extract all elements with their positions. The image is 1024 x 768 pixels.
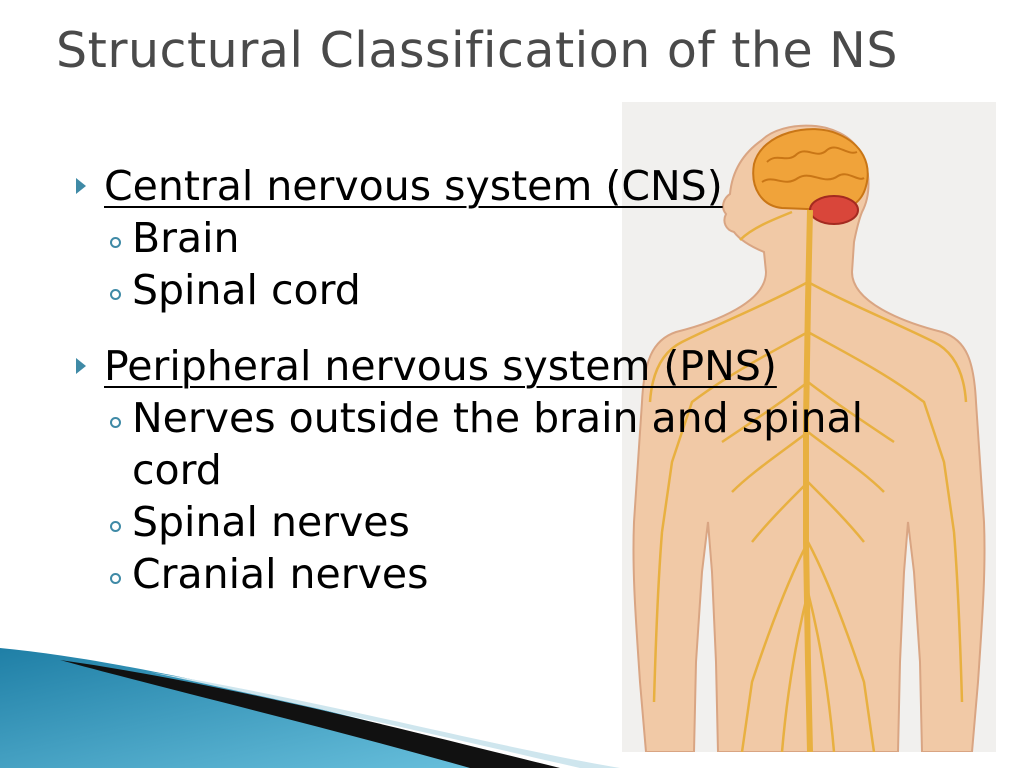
subitem-spinal-cord: Spinal cord: [104, 264, 912, 316]
bullet-cns: Central nervous system (CNS) Brain Spina…: [72, 160, 972, 316]
subitem-text: Spinal cord: [132, 266, 361, 314]
body-silhouette: [632, 124, 986, 752]
subitem-text: Cranial nerves: [132, 550, 429, 598]
circle-bullet-icon: [110, 237, 121, 248]
subitem-spinal-nerves: Spinal nerves: [104, 496, 912, 548]
pns-heading: Peripheral nervous system (PNS): [104, 342, 777, 390]
arrow-bullet-icon: [76, 178, 86, 194]
spinal-cord-line: [803, 209, 813, 752]
circle-bullet-icon: [110, 573, 121, 584]
circle-bullet-icon: [110, 289, 121, 300]
slide-title: Structural Classification of the NS: [56, 22, 898, 79]
cns-subitems: Brain Spinal cord: [104, 212, 972, 316]
arrow-bullet-icon: [76, 358, 86, 374]
circle-bullet-icon: [110, 521, 121, 532]
subitem-text: Nerves outside the brain and spinal cord: [132, 394, 863, 494]
slide-content: Central nervous system (CNS) Brain Spina…: [72, 160, 972, 600]
subitem-cranial-nerves: Cranial nerves: [104, 548, 912, 600]
nervous-system-illustration: [622, 102, 996, 752]
subitem-brain: Brain: [104, 212, 912, 264]
subitem-text: Brain: [132, 214, 240, 262]
cns-heading: Central nervous system (CNS): [104, 162, 723, 210]
pns-subitems: Nerves outside the brain and spinal cord…: [104, 392, 972, 600]
bullet-pns: Peripheral nervous system (PNS) Nerves o…: [72, 340, 972, 600]
subitem-text: Spinal nerves: [132, 498, 410, 546]
subitem-nerves-outside: Nerves outside the brain and spinal cord: [104, 392, 912, 496]
circle-bullet-icon: [110, 417, 121, 428]
